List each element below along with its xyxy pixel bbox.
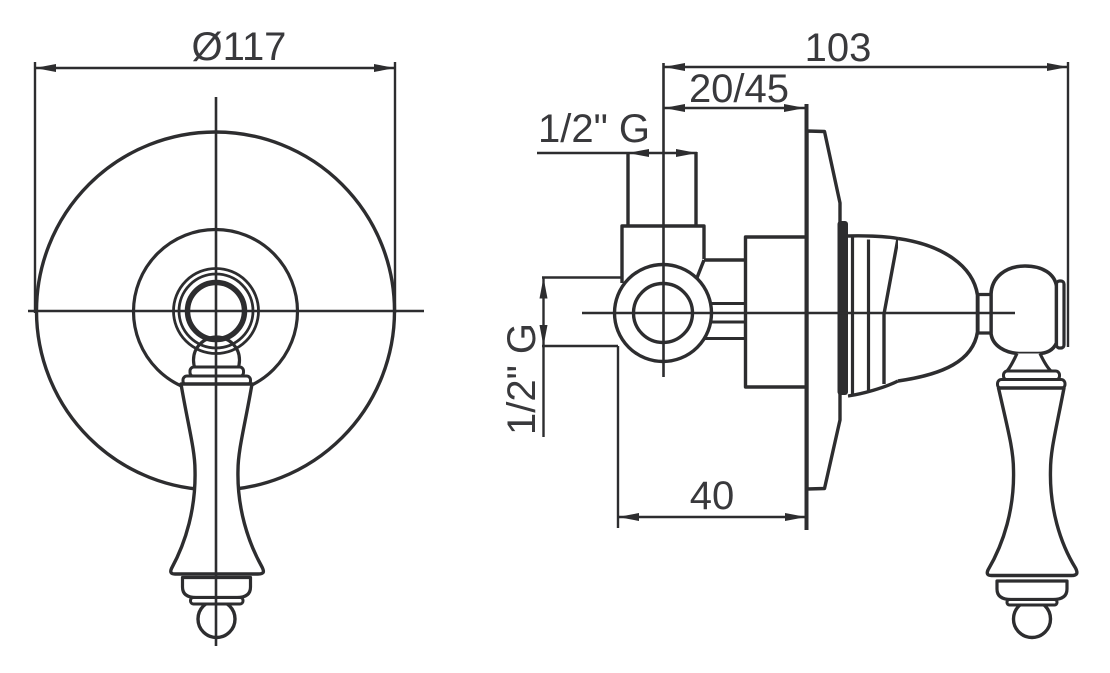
dimension-diameter-117: Ø117 <box>33 25 397 313</box>
arrowhead <box>1047 63 1068 71</box>
arrowhead <box>628 149 649 157</box>
arrowhead <box>35 64 56 72</box>
inlet-top-dimension-label: 1/2" G <box>538 107 650 151</box>
side-view: 103 20/45 1/2" G 1/2" G <box>500 26 1079 640</box>
diameter-dimension-label: Ø117 <box>192 25 287 69</box>
pivot-ball-end-cap <box>1054 279 1066 350</box>
handle-dome-fill <box>898 238 978 381</box>
arrowhead <box>676 149 697 157</box>
dimension-offset-40: 40 <box>616 346 806 528</box>
arrowhead <box>374 64 395 72</box>
adjust-dimension-label: 20/45 <box>689 67 789 111</box>
bonnet-top-edge <box>847 234 899 241</box>
bonnet-bottom-edge <box>847 379 899 398</box>
side-lever-end-cap-lower <box>1005 598 1059 607</box>
side-lever-end-cap-upper <box>995 579 1069 602</box>
lever-stem-fill <box>1006 353 1052 372</box>
bonnet-taper <box>882 238 900 384</box>
dimension-inlet-top: 1/2" G <box>537 107 697 157</box>
arrowhead <box>784 104 805 112</box>
arrowhead <box>618 513 639 521</box>
front-view: Ø117 <box>28 25 424 646</box>
dimension-adjust-2045: 20/45 <box>664 67 805 112</box>
offset-dimension-label: 40 <box>690 474 735 518</box>
arrowhead <box>664 104 685 112</box>
arrowhead <box>785 513 806 521</box>
dimension-inlet-side: 1/2" G <box>500 276 623 437</box>
arrowhead <box>664 63 685 71</box>
arrowhead <box>539 325 548 346</box>
arrowhead <box>539 277 548 299</box>
pivot-ball <box>989 264 1059 356</box>
escutcheon-front-band <box>837 221 848 395</box>
depth-dimension-label: 103 <box>805 26 872 70</box>
escutcheon-cone <box>805 129 842 491</box>
side-lever-body <box>985 386 1079 578</box>
inlet-side-dimension-label: 1/2" G <box>500 323 544 435</box>
dimension-depth-103: 103 <box>664 26 1070 347</box>
